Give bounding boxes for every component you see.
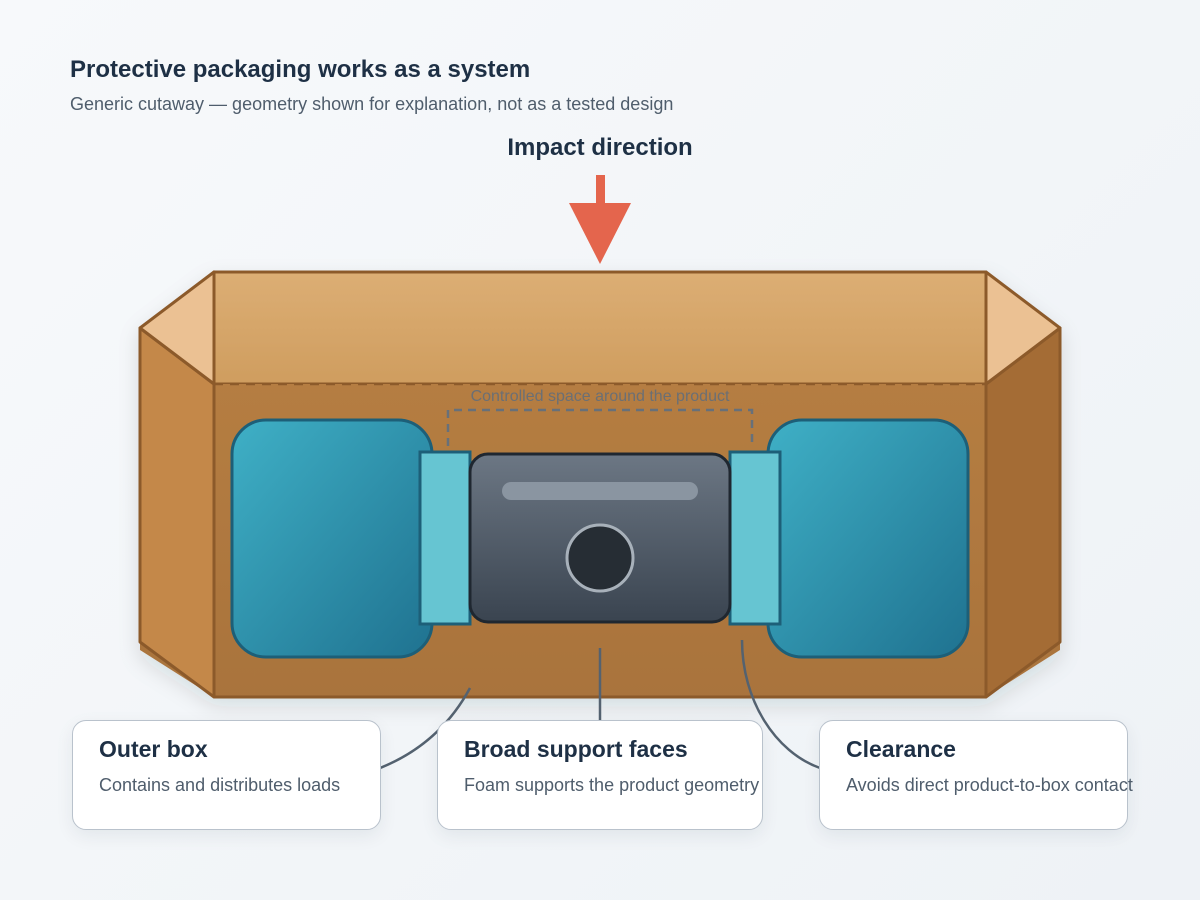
callout-outer-box-description: Contains and distributes loads [99,775,341,795]
left-foam-block [230,418,434,659]
impact-direction-label: Impact direction [507,134,692,161]
callout-clearance-title: Clearance [846,736,956,762]
callout-outer-box: Outer box Contains and distributes loads [72,720,381,830]
product [468,452,732,624]
callout-clearance-description: Avoids direct product-to-box contact [846,775,1133,795]
box-right-side-wall [984,326,1062,699]
box-right-flap [984,270,1062,386]
right-foam-block [766,418,970,659]
callout-support-faces-description: Foam supports the product geometry [464,775,760,795]
callout-clearance: Clearance Avoids direct product-to-box c… [819,720,1133,830]
clearance-bracket [446,408,754,446]
box-left-side-wall [138,326,216,699]
product-lens-icon [565,523,635,593]
page-title: Protective packaging works as a system [70,56,531,83]
left-foam-support-pad [418,450,472,626]
box-back-wall [212,270,988,386]
box-left-flap [138,270,216,386]
clearance-bracket-label: Controlled space around the product [471,388,730,405]
page-subtitle: Generic cutaway — geometry shown for exp… [70,94,674,114]
callout-outer-box-title: Outer box [99,736,208,762]
clearance-connector [740,639,821,770]
callout-support-faces: Broad support faces Foam supports the pr… [437,720,763,830]
callout-support-faces-title: Broad support faces [464,736,688,762]
right-foam-support-pad [728,450,782,626]
outer-box-connector [379,687,472,770]
product-top-strip [502,482,698,500]
impact-arrow-icon [569,175,631,264]
